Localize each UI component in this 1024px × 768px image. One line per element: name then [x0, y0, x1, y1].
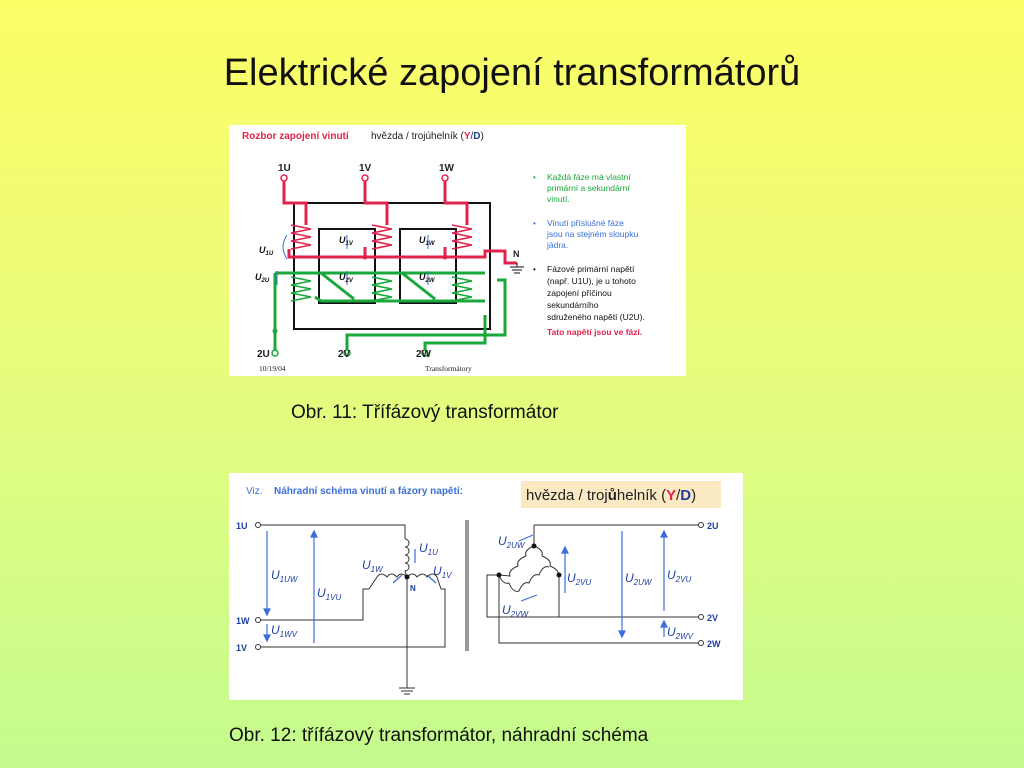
- terminal-1w-label: 1W: [439, 163, 455, 174]
- label-u1v: U1V: [339, 235, 354, 247]
- fig1-footer-name: Transformátory: [425, 364, 472, 373]
- figure-1-caption: Obr. 11: Třífázový transformátor: [291, 402, 559, 423]
- label-u2u: U2U: [255, 272, 270, 284]
- fig2-terminal-1v: 1V: [236, 643, 247, 653]
- fig2-header-text: Náhradní schéma vinutí a fázory napětí:: [274, 486, 463, 497]
- bullet-3-line-1: Fázové primární napětí: [547, 264, 635, 274]
- fig2-left-terminals: [255, 522, 261, 650]
- bullet-1-line-2: primární a sekundární: [547, 183, 630, 193]
- label-u2w: U2W: [419, 272, 436, 284]
- label-u1u: U1U: [259, 245, 274, 257]
- fig2-right-terminals: [698, 522, 704, 646]
- figure-1-diagram: Rozbor zapojení vinutí hvězda / trojúhel…: [242, 131, 645, 373]
- fig2-terminal-2u: 2U: [707, 521, 719, 531]
- fig2-delta-nodes: [496, 543, 562, 578]
- ground-symbol: [510, 263, 524, 274]
- fig2-delta-coils: [498, 545, 560, 592]
- fig2-header-box: [521, 481, 721, 508]
- slide-title: Elektrické zapojení transformátorů: [223, 52, 801, 94]
- bullet-marker-2: •: [533, 219, 536, 228]
- fig2-label-u1w: U1W: [362, 558, 384, 574]
- terminal-2u-label: 2U: [257, 349, 270, 360]
- fig2-label-u1u: U1U: [419, 541, 438, 557]
- fig2-label-u2vu-tri: U2VU: [567, 571, 591, 587]
- fig2-label-u1vu: U1VU: [317, 586, 341, 602]
- fig2-right-arrows: [518, 529, 668, 639]
- bullet-marker-1: •: [533, 173, 536, 182]
- fig1-bullet-list: • Každá fáze má vlastní primární a sekun…: [533, 172, 645, 337]
- bullet-2-line-2: jsou na stejném sloupku: [546, 229, 638, 239]
- primary-wiring: [282, 179, 517, 265]
- fig2-left-arrows: [263, 529, 437, 643]
- bullet-marker-3: •: [533, 265, 536, 274]
- bullet-3-line-6: Tato napětí jsou ve fázi.: [547, 327, 642, 337]
- fig2-terminal-2w: 2W: [707, 639, 721, 649]
- bullet-3-line-2: (např. U1U), je u tohoto: [547, 276, 636, 286]
- figure-2-caption: Obr. 12: třífázový transformátor, náhrad…: [229, 725, 649, 746]
- fig2-terminal-2v: 2V: [707, 613, 718, 623]
- neutral-label: N: [513, 249, 520, 259]
- fig2-label-u2uw: U2UW: [625, 571, 653, 587]
- primary-junctions: [362, 254, 448, 260]
- figure-2-panel: Viz. Náhradní schéma vinutí a fázory nap…: [229, 473, 743, 700]
- fig2-label-u1uw: U1UW: [271, 568, 299, 584]
- secondary-coils: [290, 276, 473, 302]
- fig2-label-u1wv: U1WV: [271, 623, 298, 639]
- fig2-header-viz: Viz.: [246, 486, 263, 497]
- fig2-secondary-wiring: [486, 524, 699, 644]
- fig2-star-point: [404, 574, 410, 580]
- fig1-header-rest: hvězda / trojúhelník (Y/D): [371, 131, 484, 142]
- voltage-arrows: [276, 234, 429, 285]
- fig1-header-red: Rozbor zapojení vinutí: [242, 131, 350, 142]
- secondary-wiring: [273, 271, 507, 353]
- transformer-core: [293, 202, 491, 330]
- label-u1w: U1W: [419, 235, 436, 247]
- fig2-terminal-1u: 1U: [236, 521, 248, 531]
- terminal-1u-label: 1U: [278, 163, 291, 174]
- bullet-3-line-3: zapojení příčinou: [547, 288, 612, 298]
- fig2-label-u2wv: U2WV: [667, 625, 694, 641]
- terminal-2w-label: 2W: [416, 349, 432, 360]
- fig1-footer-date: 10/19/04: [259, 364, 286, 373]
- fig2-terminal-1w: 1W: [236, 616, 250, 626]
- secondary-junctions: [272, 328, 278, 334]
- fig2-label-u2vw-tri: U2VW: [502, 603, 529, 619]
- label-u2v: U2V: [339, 272, 354, 284]
- bullet-2-line-3: jádra.: [546, 240, 568, 250]
- bullet-2-line-1: Vinutí příslušné fáze: [547, 218, 624, 228]
- figure-2-diagram: Viz. Náhradní schéma vinutí a fázory nap…: [236, 481, 721, 695]
- bullet-3-line-5: sdruženého napětí (U2U).: [547, 312, 645, 322]
- fig2-core-divider: [465, 520, 469, 651]
- fig2-star-coils: [368, 538, 442, 590]
- fig2-primary-wiring: [260, 524, 446, 695]
- terminal-1v-label: 1V: [359, 163, 372, 174]
- fig2-header-box-text: hvězda / trojůhelník (Y/D): [526, 487, 696, 504]
- fig2-label-u2uw-tri: U2UW: [498, 534, 526, 550]
- bullet-1-line-1: Každá fáze má vlastní: [547, 172, 631, 182]
- terminal-2v-label: 2V: [338, 349, 351, 360]
- figure-1-panel: Rozbor zapojení vinutí hvězda / trojúhel…: [229, 125, 686, 376]
- fig2-label-u2vu: U2VU: [667, 568, 691, 584]
- top-terminals: [280, 174, 449, 182]
- fig2-neutral-label: N: [410, 584, 416, 593]
- fig2-label-u1v: U1V: [433, 564, 452, 580]
- primary-coils: [290, 224, 473, 250]
- bottom-terminals: [271, 349, 429, 357]
- bullet-3-line-4: sekundárního: [547, 300, 599, 310]
- bullet-1-line-3: vinutí.: [547, 194, 570, 204]
